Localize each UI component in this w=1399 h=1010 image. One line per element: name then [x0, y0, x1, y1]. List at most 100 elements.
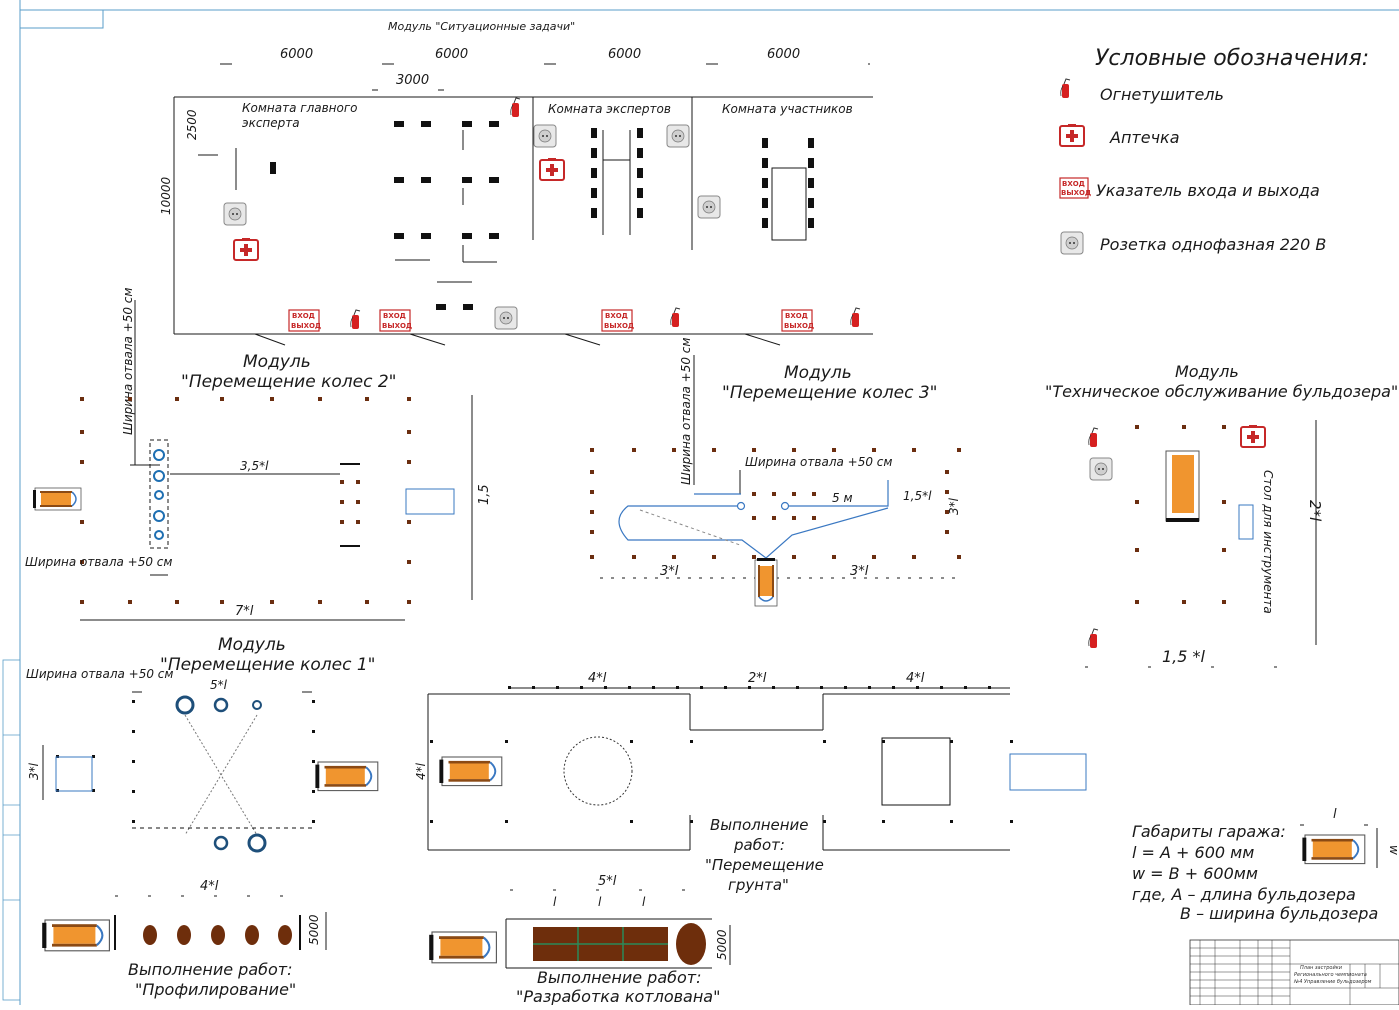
marker-dot: [945, 490, 949, 494]
extinguisher-icon: [670, 307, 681, 328]
marker-dot: [792, 492, 796, 496]
marker-dot: [712, 555, 716, 559]
marker-dot: [365, 600, 369, 604]
socket-icon: [223, 202, 247, 226]
bulldozer-icon: [41, 918, 111, 952]
exit-sign-icon: ВХОД ВЫХОД: [601, 309, 634, 332]
marker-dot: [312, 730, 315, 733]
pit-caption-1: Выполнение работ:: [537, 968, 702, 987]
dim-2500: 2500: [185, 109, 199, 140]
marker-dot: [318, 600, 322, 604]
module-wheels3-blade-top: Ширина отвала +50 см: [745, 455, 892, 469]
marker-dot: [872, 448, 876, 452]
top-building-plan: Модуль "Ситуационные задачи" 6000 6000 6…: [159, 20, 873, 346]
module-wheels2-title: Модуль: [243, 352, 311, 372]
legend-extinguisher: Огнетушитель: [1100, 85, 1224, 104]
marker-dot: [1135, 600, 1139, 604]
marker-dot: [772, 686, 775, 689]
marker-dot: [988, 686, 991, 689]
marker-dot: [652, 686, 655, 689]
marker-dot: [1222, 548, 1226, 552]
marker-dot: [175, 600, 179, 604]
bulldozer-icon: [314, 761, 379, 792]
garage-line-l: l = A + 600 мм: [1132, 843, 1254, 862]
marker-dot: [940, 686, 943, 689]
dim-6000-2: 6000: [435, 47, 468, 62]
garage-dimensions: Габариты гаража: l = A + 600 мм w = B + …: [1132, 807, 1399, 923]
marker-dot: [700, 686, 703, 689]
first-aid-icon: [233, 237, 259, 261]
module-wheels1-subtitle: "Перемещение колес 1": [160, 655, 375, 675]
dim-5000-profiling: 5000: [307, 914, 321, 945]
marker-dot: [132, 700, 135, 703]
marker-dot: [792, 555, 796, 559]
bulldozer-icon: [754, 557, 778, 607]
module-maintenance-subtitle: "Техническое обслуживание бульдозера": [1045, 382, 1398, 401]
marker-dot: [80, 397, 84, 401]
marker-dot: [132, 760, 135, 763]
marker-dot: [1182, 600, 1186, 604]
marker-dot: [812, 516, 816, 520]
marker-dot: [823, 820, 826, 823]
marker-dot: [356, 500, 360, 504]
marker-dot: [604, 686, 607, 689]
svg-text:ВХОД: ВХОД: [605, 312, 628, 320]
marker-dot: [957, 448, 961, 452]
marker-dot: [430, 740, 433, 743]
marker-dot: [1135, 500, 1139, 504]
dim-l-pit-2: l: [598, 895, 602, 909]
marker-dot: [365, 397, 369, 401]
marker-dot: [92, 789, 95, 792]
dim-6000-4: 6000: [767, 47, 800, 62]
profiling-caption-1: Выполнение работ:: [128, 960, 293, 979]
module-soil-moving: 4*l 2*l 4*l 4*l Выполнение работ: "Перем…: [414, 671, 1087, 894]
extinguisher-icon: [350, 309, 361, 330]
extinguisher-icon: [1088, 427, 1099, 448]
marker-dot: [80, 600, 84, 604]
svg-text:ВХОД: ВХОД: [292, 312, 315, 320]
dim-15l-maint: 1,5 *l: [1162, 647, 1206, 666]
dim-3000: 3000: [396, 73, 429, 88]
garage-title: Габариты гаража:: [1132, 822, 1286, 841]
dim-2l-soil: 2*l: [748, 671, 767, 686]
marker-dot: [945, 510, 949, 514]
legend-title: Условные обозначения:: [1095, 46, 1369, 71]
module-situational-label: Модуль "Ситуационные задачи": [388, 20, 575, 33]
marker-dot: [630, 740, 633, 743]
dim-5m: 5 м: [832, 491, 853, 505]
marker-dot: [872, 555, 876, 559]
svg-text:ВХОД: ВХОД: [383, 312, 406, 320]
marker-dot: [80, 460, 84, 464]
tool-table-label: Стол для инструмента: [1261, 470, 1275, 614]
soil-caption-1: Выполнение: [710, 816, 809, 834]
module-wheels-2: Модуль "Перемещение колес 2" Ширина отва…: [25, 288, 492, 621]
socket-icon: [666, 124, 690, 148]
svg-text:ВХОД: ВХОД: [785, 312, 808, 320]
svg-text:ВЫХОД: ВЫХОД: [784, 322, 814, 330]
marker-dot: [1010, 740, 1013, 743]
marker-dot: [132, 820, 135, 823]
socket-icon: [494, 306, 518, 330]
svg-text:ВЫХОД: ВЫХОД: [604, 322, 634, 330]
stamp-title-2: Регионального чемпионата: [1294, 972, 1367, 978]
bulldozer-icon: [428, 930, 498, 964]
profiling-caption-2: "Профилирование": [135, 980, 296, 999]
dim-3l-a: 3*l: [660, 564, 679, 579]
marker-dot: [748, 686, 751, 689]
marker-dot: [532, 686, 535, 689]
socket-icon: [1089, 457, 1113, 481]
marker-dot: [508, 686, 511, 689]
marker-dot: [792, 516, 796, 520]
marker-dot: [312, 700, 315, 703]
marker-dot: [407, 460, 411, 464]
marker-dot: [690, 740, 693, 743]
marker-dot: [590, 530, 594, 534]
marker-dot: [792, 448, 796, 452]
marker-dot: [812, 492, 816, 496]
module-profiling: 4*l 5000 Выполнение работ: "Профилирован…: [41, 879, 327, 999]
marker-dot: [175, 397, 179, 401]
dim-3l-b: 3*l: [850, 564, 869, 579]
legend-first-aid: Аптечка: [1109, 128, 1180, 147]
marker-dot: [505, 820, 508, 823]
garage-dim-l: l: [1333, 807, 1337, 822]
